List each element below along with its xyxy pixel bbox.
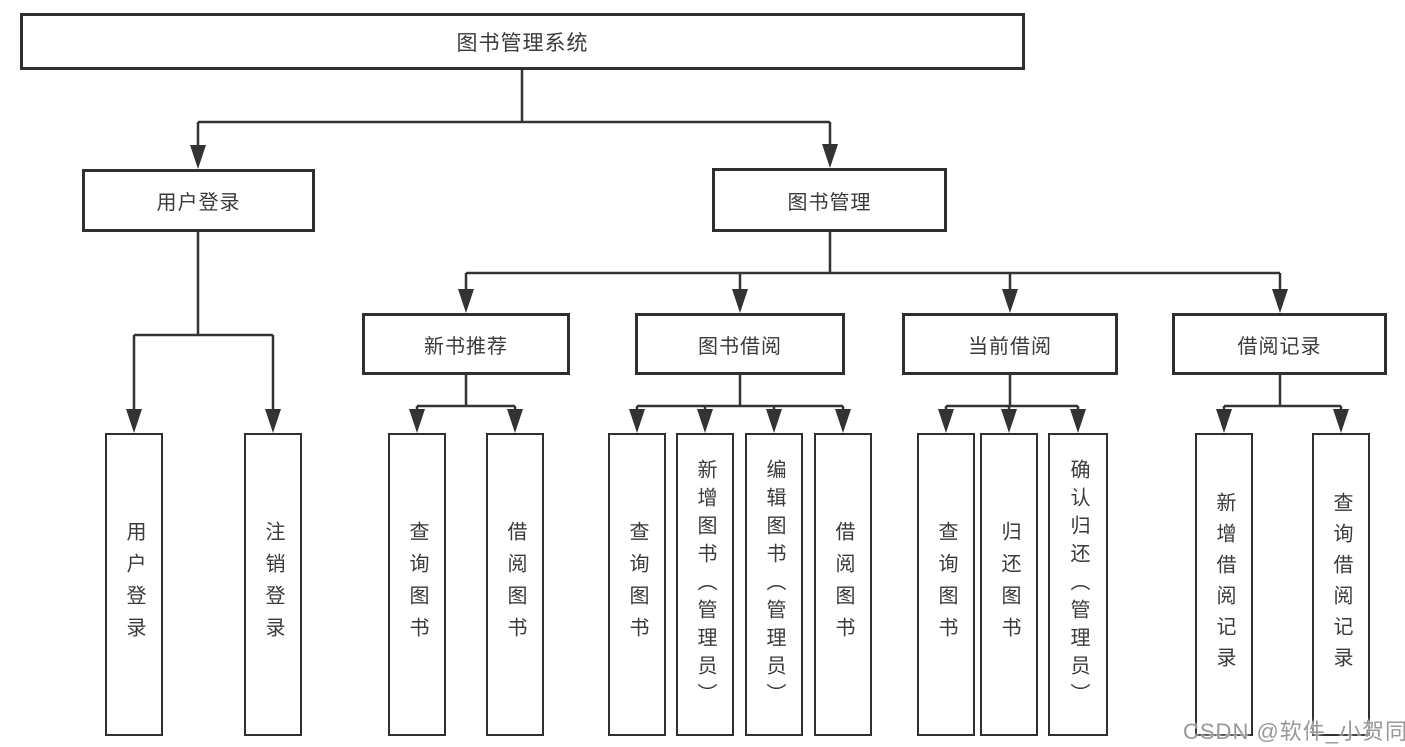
leaf-label: 编辑图书（管理员） [763, 458, 785, 711]
arrow-down-icon [1272, 289, 1288, 313]
leaf-label: 新增图书（管理员） [694, 458, 716, 711]
connector-line [464, 232, 1282, 291]
leaf-label: 查询图书 [935, 520, 957, 649]
arrow-down-icon [766, 409, 782, 433]
node-root-system: 图书管理系统 [20, 13, 1025, 70]
leaf-query-books-3: 查询图书 [917, 433, 975, 736]
arrow-down-icon [1070, 409, 1086, 433]
leaf-confirm-return-admin: 确认归还（管理员） [1048, 433, 1108, 736]
connector-borrow-records-branch [1216, 375, 1349, 433]
leaf-edit-books-admin: 编辑图书（管理员） [745, 433, 803, 736]
node-borrow-records: 借阅记录 [1172, 313, 1387, 375]
leaf-label: 借阅图书 [504, 520, 526, 649]
leaf-logout: 注销登录 [244, 433, 302, 736]
leaf-query-books-1: 查询图书 [388, 433, 446, 736]
connector-new-book-branch [409, 375, 523, 433]
node-label: 当前借阅 [968, 335, 1052, 358]
arrow-down-icon [190, 145, 206, 169]
arrow-down-icon [126, 409, 142, 433]
node-label: 用户登录 [156, 192, 241, 214]
leaf-label: 确认归还（管理员） [1067, 458, 1089, 711]
node-new-book-recommend: 新书推荐 [362, 313, 570, 375]
node-label: 图书管理 [787, 191, 872, 214]
arrow-down-icon [629, 409, 645, 433]
arrow-down-icon [1001, 409, 1017, 433]
leaf-user-login: 用户登录 [105, 433, 163, 736]
arrow-down-icon [732, 289, 748, 313]
arrow-down-icon [265, 409, 281, 433]
node-current-borrow: 当前借阅 [902, 313, 1118, 375]
leaf-add-borrow-record: 新增借阅记录 [1195, 433, 1253, 736]
leaf-label: 查询图书 [406, 520, 428, 649]
node-user-login: 用户登录 [82, 169, 315, 232]
leaf-label: 归还图书 [998, 520, 1020, 649]
node-book-management: 图书管理 [712, 168, 947, 232]
arrow-down-icon [1002, 289, 1018, 313]
arrow-down-icon [835, 409, 851, 433]
leaf-label: 新增借阅记录 [1213, 491, 1235, 678]
arrow-down-icon [409, 409, 425, 433]
node-label: 新书推荐 [424, 335, 508, 358]
arrow-down-icon [822, 144, 838, 168]
arrow-down-icon [938, 409, 954, 433]
connector-book-mgmt-to-level3 [458, 232, 1288, 313]
connector-line [635, 375, 845, 411]
connector-book-borrow-branch [629, 375, 851, 433]
leaf-add-books-admin: 新增图书（管理员） [676, 433, 734, 736]
connector-line [196, 70, 832, 147]
leaf-label: 查询图书 [626, 520, 648, 649]
arrow-down-icon [1216, 409, 1232, 433]
connector-line [415, 375, 517, 411]
leaf-return-books: 归还图书 [980, 433, 1038, 736]
connector-user-login-branch [126, 232, 281, 433]
leaf-label: 查询借阅记录 [1330, 491, 1352, 678]
node-label: 图书管理系统 [456, 31, 589, 55]
leaf-label: 注销登录 [262, 520, 284, 649]
connector-line [1222, 375, 1343, 411]
connector-line [132, 232, 275, 411]
arrow-down-icon [697, 409, 713, 433]
connector-current-borrow-branch [938, 375, 1086, 433]
leaf-borrow-books-2: 借阅图书 [814, 433, 872, 736]
leaf-borrow-books-1: 借阅图书 [486, 433, 544, 736]
node-label: 借阅记录 [1237, 335, 1322, 358]
arrow-down-icon [507, 409, 523, 433]
leaf-query-borrow-record: 查询借阅记录 [1312, 433, 1370, 736]
leaf-label: 用户登录 [123, 520, 145, 649]
arrow-down-icon [1333, 409, 1349, 433]
connector-line [944, 375, 1080, 411]
leaf-query-books-2: 查询图书 [608, 433, 666, 736]
node-label: 图书借阅 [698, 335, 782, 358]
leaf-label: 借阅图书 [832, 520, 854, 649]
csdn-watermark: CSDN @软件_小贺同学 [1183, 719, 1405, 744]
arrow-down-icon [458, 289, 474, 313]
connector-root-to-level2 [190, 70, 838, 169]
node-book-borrow: 图书借阅 [635, 313, 845, 375]
